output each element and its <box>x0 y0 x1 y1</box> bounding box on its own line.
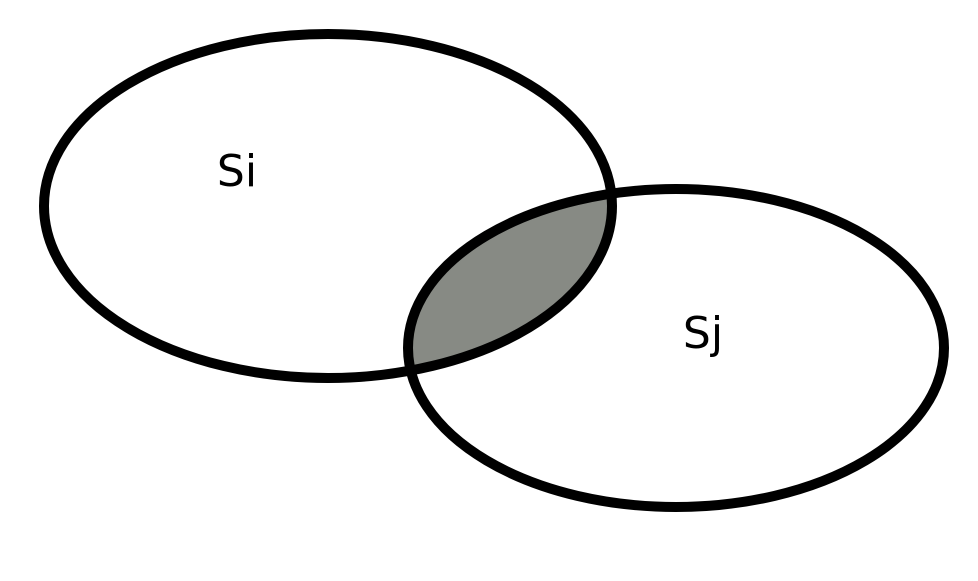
set-sj-ellipse <box>403 184 949 512</box>
set-sj-label: Sj <box>683 308 723 359</box>
set-si-label: Si <box>217 146 257 197</box>
set-si-ellipse <box>39 29 617 383</box>
intersection-region <box>408 189 612 378</box>
